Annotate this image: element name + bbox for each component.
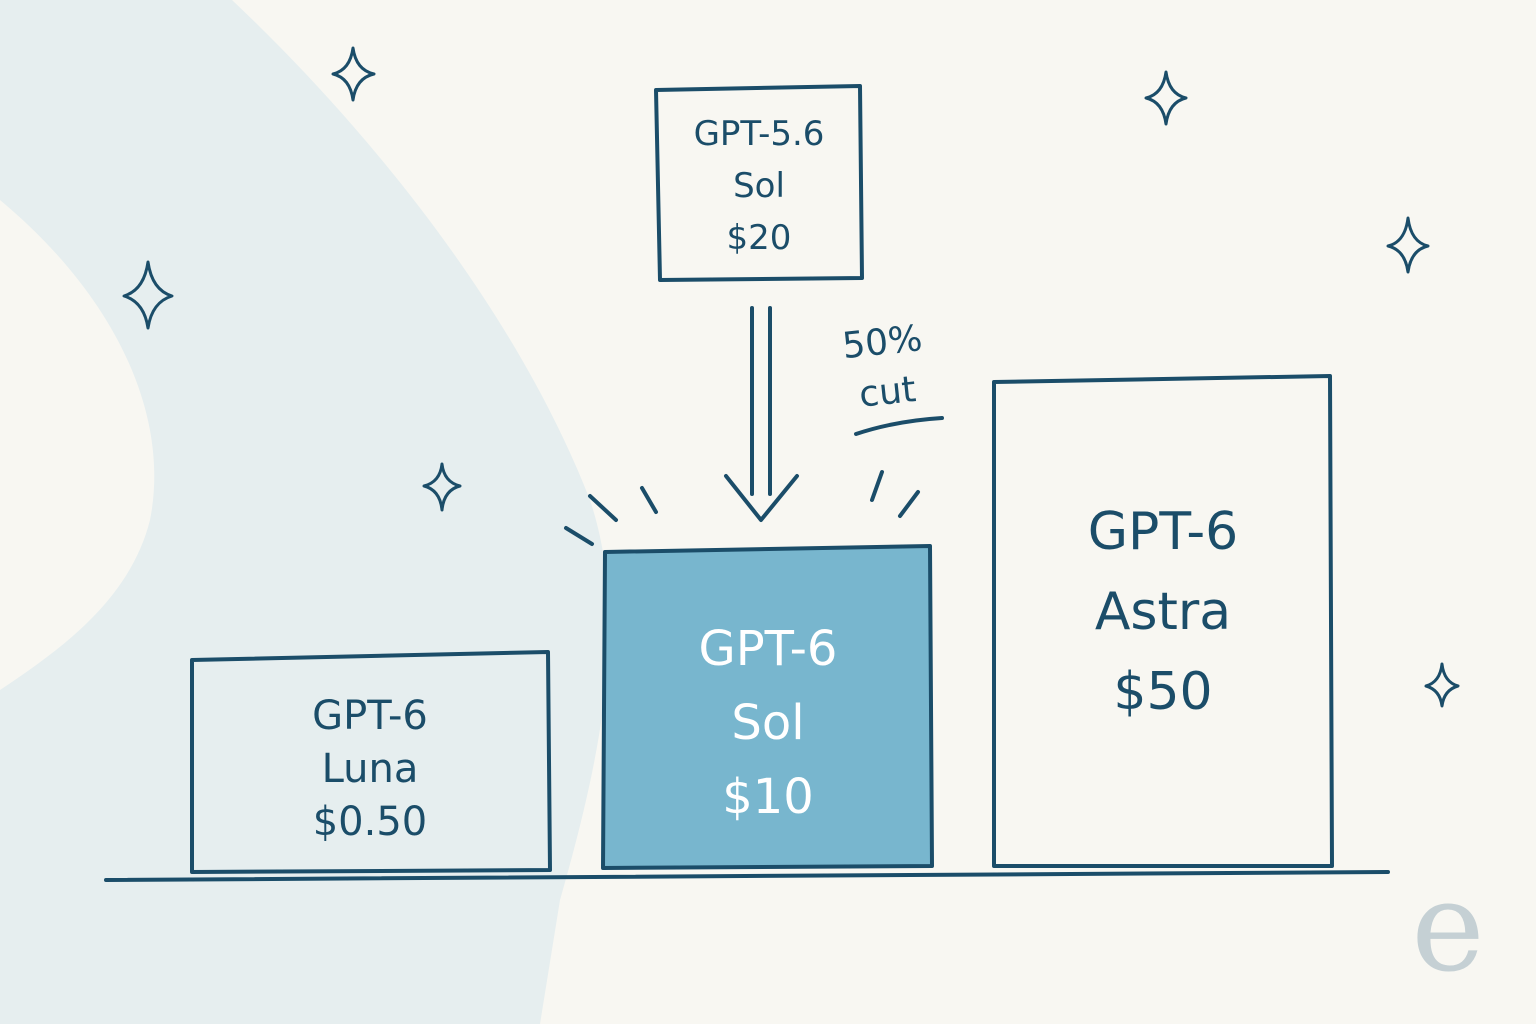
ground-line	[104, 870, 1390, 882]
sparkle-icon	[122, 260, 174, 330]
annotation-underline	[854, 416, 944, 436]
previous-model: GPT-5.6	[693, 114, 825, 154]
luna-variant: Luna	[321, 746, 419, 792]
previous-variant: Sol	[733, 166, 785, 206]
previous-model-box	[654, 84, 864, 282]
luna-box	[190, 650, 552, 874]
luna-label: GPT-6 Luna $0.50	[192, 690, 548, 849]
price-cut-annotation: 50% cut	[815, 311, 955, 424]
sol-box	[601, 544, 934, 870]
sparkle-icon	[1144, 70, 1188, 126]
previous-model-label: GPT-5.6 Sol $20	[656, 108, 862, 264]
astra-variant: Astra	[1094, 582, 1232, 642]
astra-model: GPT-6	[1087, 502, 1239, 562]
sol-price: $10	[722, 769, 814, 825]
sol-variant: Sol	[731, 695, 805, 751]
luna-model: GPT-6	[312, 693, 428, 739]
sparkle-icon	[331, 46, 376, 102]
sparkle-icon	[422, 462, 462, 512]
logo-icon: e	[1411, 856, 1485, 1000]
astra-label: GPT-6 Astra $50	[995, 492, 1331, 732]
astra-box	[992, 374, 1334, 868]
luna-price: $0.50	[312, 799, 428, 845]
emphasis-lines-icon	[564, 470, 920, 546]
arrow-down-icon	[724, 474, 799, 522]
sparkle-icon	[1386, 216, 1430, 274]
astra-price: $50	[1113, 662, 1213, 722]
sol-label: GPT-6 Sol $10	[605, 612, 931, 834]
sol-model: GPT-6	[698, 621, 838, 677]
sparkle-icon	[1424, 662, 1460, 708]
previous-price: $20	[726, 218, 792, 258]
background-blob	[0, 0, 609, 1024]
